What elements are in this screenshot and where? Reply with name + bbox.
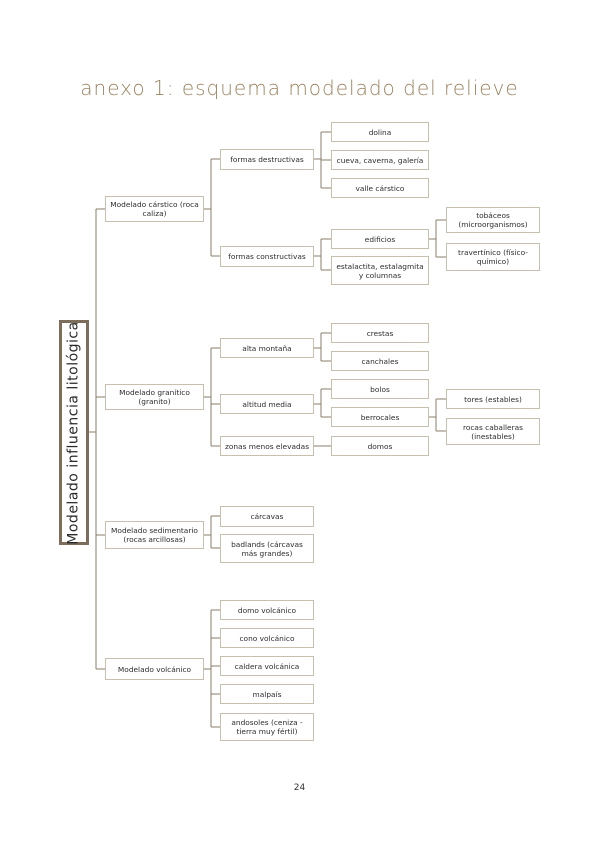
node-domos: domos bbox=[331, 436, 429, 456]
root-node: Modelado influencia litológica bbox=[59, 320, 89, 545]
node-modelado-carstico: Modelado cárstico (roca caliza) bbox=[105, 196, 204, 222]
node-modelado-granitico: Modelado granítico (granito) bbox=[105, 384, 204, 410]
node-badlands: badlands (cárcavas más grandes) bbox=[220, 534, 314, 563]
node-tores: tores (estables) bbox=[446, 389, 540, 409]
node-valle-carstico: valle cárstico bbox=[331, 178, 429, 198]
node-caldera-volcanica: caldera volcánica bbox=[220, 656, 314, 676]
node-cono-volcanico: cono volcánico bbox=[220, 628, 314, 648]
node-crestas: crestas bbox=[331, 323, 429, 343]
node-tobaceos: tobáceos (microorganismos) bbox=[446, 207, 540, 233]
node-berrocales: berrocales bbox=[331, 407, 429, 427]
node-canchales: canchales bbox=[331, 351, 429, 371]
node-edificios: edificios bbox=[331, 229, 429, 249]
node-rocas-caballeras: rocas caballeras (inestables) bbox=[446, 418, 540, 445]
page-title: anexo 1: esquema modelado del relieve bbox=[80, 76, 519, 100]
node-zonas-menos-elevadas: zonas menos elevadas bbox=[220, 436, 314, 456]
node-estalactita: estalactita, estalagmita y columnas bbox=[331, 256, 429, 285]
node-andosoles: andosoles (ceniza - tierra muy fértil) bbox=[220, 713, 314, 741]
node-altitud-media: altitud media bbox=[220, 394, 314, 414]
node-malpais: malpaís bbox=[220, 684, 314, 704]
node-bolos: bolos bbox=[331, 379, 429, 399]
root-label: Modelado influencia litológica bbox=[66, 320, 83, 545]
node-travertinico: travertínico (físico-químico) bbox=[446, 243, 540, 271]
node-alta-montana: alta montaña bbox=[220, 338, 314, 358]
node-cueva: cueva, caverna, galería bbox=[331, 150, 429, 170]
node-modelado-sedimentario: Modelado sedimentario (rocas arcillosas) bbox=[105, 521, 204, 549]
node-domo-volcanico: domo volcánico bbox=[220, 600, 314, 620]
node-carcavas: cárcavas bbox=[220, 506, 314, 527]
page-number: 24 bbox=[293, 783, 306, 793]
node-formas-constructivas: formas constructivas bbox=[220, 246, 314, 267]
node-formas-destructivas: formas destructivas bbox=[220, 149, 314, 170]
node-modelado-volcanico: Modelado volcánico bbox=[105, 658, 204, 680]
node-dolina: dolina bbox=[331, 122, 429, 142]
